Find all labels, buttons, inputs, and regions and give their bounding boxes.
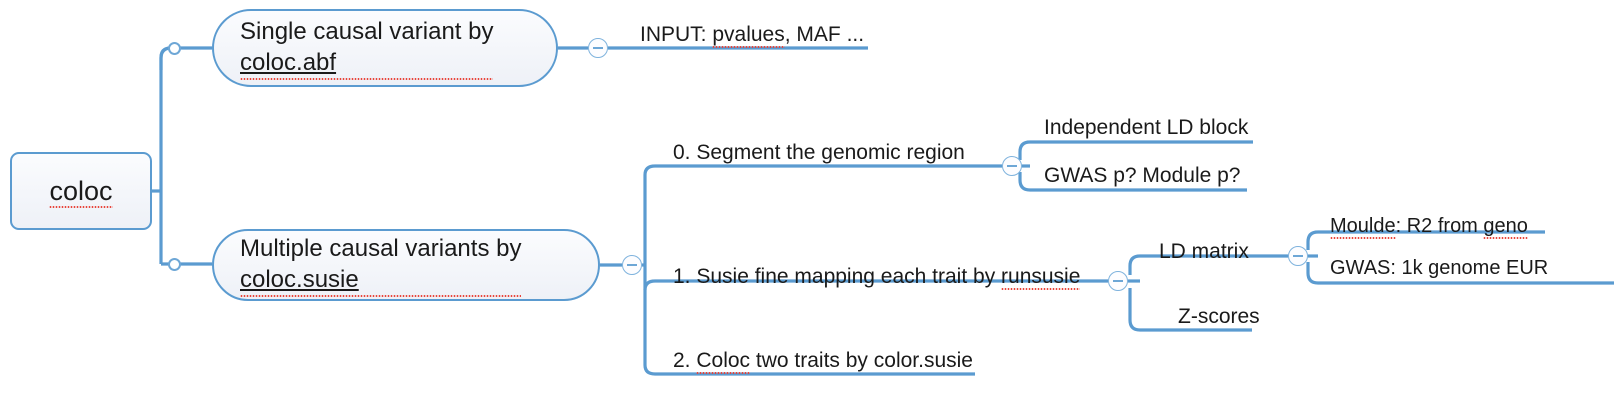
branch-point-bottom[interactable] xyxy=(168,258,181,271)
leaf-independent-ld-block-label: Independent LD block xyxy=(1044,116,1249,139)
leaf-z-scores[interactable]: Z-scores xyxy=(1178,305,1260,329)
leaf-ld-matrix-label: LD matrix xyxy=(1159,240,1249,263)
node-multiple-causal-line1: Multiple causal variants by xyxy=(240,235,522,263)
collapse-handle-single-causal[interactable] xyxy=(588,38,608,58)
collapse-handle-step0[interactable] xyxy=(1002,156,1022,176)
leaf-step0[interactable]: 0. Segment the genomic region xyxy=(673,141,965,165)
node-single-causal-line1: Single causal variant by xyxy=(240,18,494,46)
root-node[interactable]: coloc xyxy=(10,152,152,230)
collapse-handle-ld-matrix[interactable] xyxy=(1288,246,1308,266)
leaf-step0-label: 0. Segment the genomic region xyxy=(673,141,965,164)
node-single-causal-variant[interactable]: Single causal variant by coloc.abf xyxy=(212,9,558,87)
leaf-step2-prefix: 2. xyxy=(673,349,697,372)
leaf-step2[interactable]: 2. Coloc two traits by color.susie xyxy=(673,349,973,374)
leaf-input-suffix: , MAF ... xyxy=(784,23,865,46)
leaf-step1-prefix: 1. Susie fine mapping each trait by xyxy=(673,265,1002,288)
leaf-step2-suffix: two traits by color.susie xyxy=(750,349,973,372)
leaf-gwas-1k-genome[interactable]: GWAS: 1k genome EUR xyxy=(1330,257,1548,280)
leaf-geno-spell: geno xyxy=(1483,215,1528,239)
leaf-moulde-r2[interactable]: Moulde: R2 from geno xyxy=(1330,215,1528,239)
branch-point-top[interactable] xyxy=(168,42,181,55)
leaf-gwas-1k-genome-label: GWAS: 1k genome EUR xyxy=(1330,257,1549,279)
leaf-input[interactable]: INPUT: pvalues, MAF ... xyxy=(640,23,865,48)
leaf-step1-spell: runsusie xyxy=(1001,265,1081,290)
leaf-z-scores-label: Z-scores xyxy=(1178,305,1260,328)
collapse-handle-step1[interactable] xyxy=(1108,271,1128,291)
leaf-moulde-spell: Moulde xyxy=(1330,215,1396,239)
collapse-handle-multiple-causal[interactable] xyxy=(622,255,642,275)
leaf-ld-matrix[interactable]: LD matrix xyxy=(1159,240,1249,264)
leaf-moulde-mid: : R2 from xyxy=(1395,215,1484,237)
leaf-input-prefix: INPUT: xyxy=(640,23,713,46)
leaf-gwas-module-p[interactable]: GWAS p? Module p? xyxy=(1044,164,1241,188)
leaf-step1[interactable]: 1. Susie fine mapping each trait by runs… xyxy=(673,265,1081,290)
leaf-input-spell: pvalues xyxy=(712,23,786,48)
node-multiple-causal-line2: coloc.susie xyxy=(240,265,522,297)
leaf-independent-ld-block[interactable]: Independent LD block xyxy=(1044,116,1248,140)
node-single-causal-line2: coloc.abf xyxy=(240,48,494,80)
node-multiple-causal-variants[interactable]: Multiple causal variants by coloc.susie xyxy=(212,229,600,301)
root-node-label: coloc xyxy=(49,175,113,208)
leaf-step2-spell: Coloc xyxy=(696,349,751,374)
leaf-gwas-module-p-label: GWAS p? Module p? xyxy=(1044,164,1241,187)
